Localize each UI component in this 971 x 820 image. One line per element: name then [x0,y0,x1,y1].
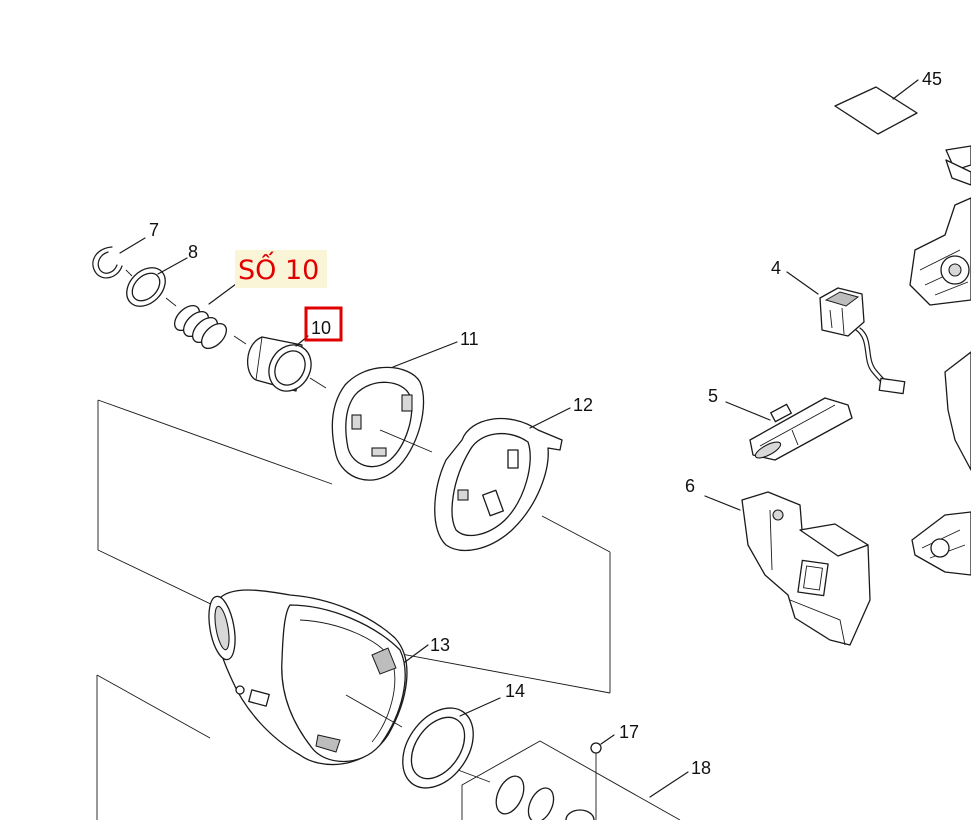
label-5: 5 [708,386,718,406]
annotation: SỐ 10 [235,250,343,342]
part-5-slider [725,397,853,461]
label-13: 13 [430,635,450,655]
label-8: 8 [188,242,198,262]
part-45-pad [834,79,919,135]
part-10-sleeve [233,335,327,392]
part-18-gear-box [461,740,689,820]
annotation-text: SỐ 10 [238,251,319,286]
part-6-switch-body [704,491,871,646]
label-4: 4 [771,258,781,278]
label-10: 10 [311,318,331,338]
part-9-spring [165,283,237,350]
label-7: 7 [149,220,159,240]
label-12: 12 [573,395,593,415]
part-4-switch-module [786,271,906,395]
label-18: 18 [691,758,711,778]
part-13-front-housing [208,589,429,766]
label-11: 11 [460,329,479,349]
part-11-ring-bracket [331,341,458,481]
label-45: 45 [922,69,942,89]
part-12-housing-cap [434,407,611,553]
label-17: 17 [619,722,639,742]
part-17-pin [590,734,615,820]
part-10-highlight-box [304,306,343,342]
part-7-retaining-ring [92,237,146,279]
part-14-large-washer [402,697,501,789]
housing-parts-right-edge [909,145,971,576]
part-8-washer [125,257,188,307]
label-6: 6 [685,476,695,496]
label-14: 14 [505,681,525,701]
